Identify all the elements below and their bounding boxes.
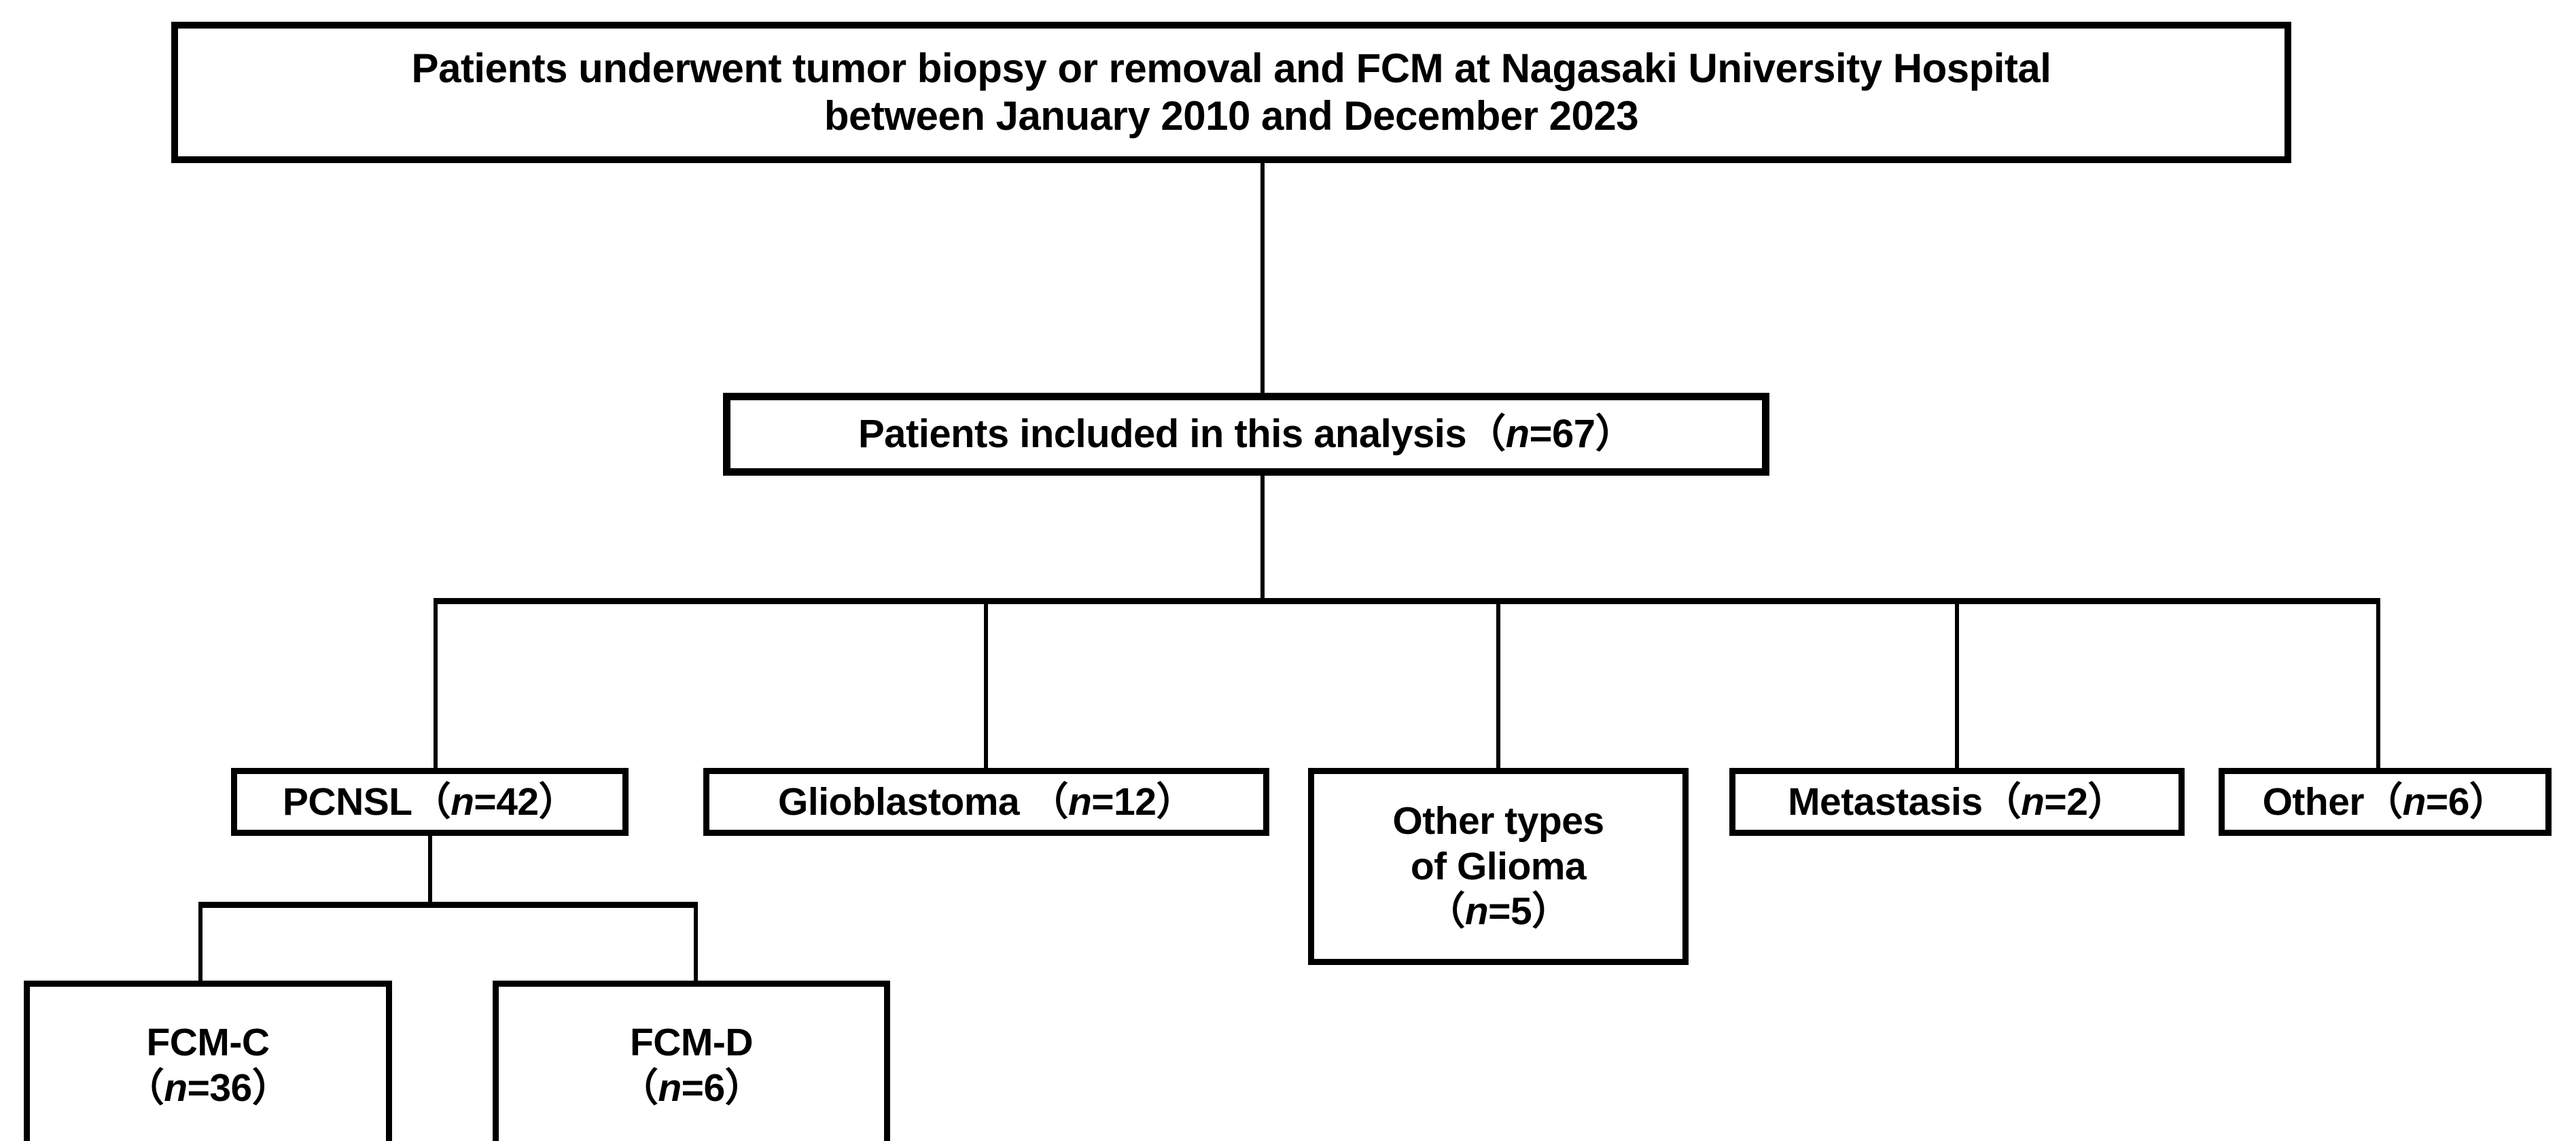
n-symbol: n xyxy=(1505,412,1530,457)
connector-drop-fcm-d xyxy=(694,902,698,983)
node-fcm-d-label: FCM-D （n=6） xyxy=(499,1020,884,1110)
label-part-after-n: =5） xyxy=(1488,890,1570,934)
connector-drop-other-glioma xyxy=(1496,598,1500,769)
node-fcm-c: FCM-C （n=36） xyxy=(24,981,392,1141)
node-other: Other（n=6） xyxy=(2219,768,2552,836)
node-included-patients: Patients included in this analysis（n=67） xyxy=(723,393,1769,476)
label-part-before-n: Other（ xyxy=(2262,779,2403,824)
connector-pcnsl-distribution-bar xyxy=(198,902,698,908)
connector-drop-glioblastoma xyxy=(984,598,988,769)
label-part-after-n: =2） xyxy=(2044,779,2126,824)
n-symbol: n xyxy=(1464,890,1489,934)
node-metastasis: Metastasis（n=2） xyxy=(1729,768,2185,836)
connector-drop-fcm-c xyxy=(198,902,202,983)
node-glioblastoma-label: Glioblastoma （n=12） xyxy=(709,779,1263,825)
label-part-before-n: Glioblastoma （ xyxy=(778,779,1068,824)
node-other-types-of-glioma: Other types of Glioma （n=5） xyxy=(1308,768,1689,965)
label-part-before-n: PCNSL（ xyxy=(282,779,451,824)
n-symbol: n xyxy=(451,779,474,824)
label-part-after-n: =12） xyxy=(1091,779,1195,824)
connector-distribution-bar xyxy=(434,598,2380,604)
node-fcm-c-label: FCM-C （n=36） xyxy=(30,1020,386,1110)
node-other-types-of-glioma-label: Other types of Glioma （n=5） xyxy=(1314,798,1682,934)
node-eligible-patients: Patients underwent tumor biopsy or remov… xyxy=(171,22,2291,163)
label-part-after-n: =42） xyxy=(474,779,578,824)
connector-included-to-bar xyxy=(1260,476,1265,602)
n-symbol: n xyxy=(2402,779,2427,824)
connector-drop-pcnsl xyxy=(434,598,438,769)
n-symbol: n xyxy=(164,1066,188,1110)
label-part-before-n: Patients included in this analysis（ xyxy=(858,412,1506,457)
label-part-after-n: =67） xyxy=(1529,412,1635,457)
node-fcm-d: FCM-D （n=6） xyxy=(493,981,890,1141)
connector-top-to-included xyxy=(1260,163,1265,394)
connector-pcnsl-stem xyxy=(428,836,432,904)
node-glioblastoma: Glioblastoma （n=12） xyxy=(703,768,1269,836)
n-symbol: n xyxy=(1068,779,1092,824)
n-symbol: n xyxy=(658,1066,682,1110)
node-eligible-patients-label: Patients underwent tumor biopsy or remov… xyxy=(411,45,2051,139)
label-part-after-n: =6） xyxy=(2425,779,2508,824)
connector-drop-metastasis xyxy=(1955,598,1959,769)
n-symbol: n xyxy=(2021,779,2045,824)
node-pcnsl-label: PCNSL（n=42） xyxy=(237,779,622,825)
label-part-after-n: =36） xyxy=(187,1066,291,1110)
connector-drop-other xyxy=(2376,598,2380,769)
label-part-before-n: Other types of Glioma （ xyxy=(1392,798,1604,934)
node-other-label: Other（n=6） xyxy=(2225,779,2545,825)
node-pcnsl: PCNSL（n=42） xyxy=(231,768,629,836)
node-included-patients-label: Patients included in this analysis（n=67） xyxy=(730,411,1762,457)
label-part-before-n: FCM-D （ xyxy=(619,1021,754,1110)
label-part-before-n: FCM-C （ xyxy=(125,1021,270,1110)
label-part-after-n: =6） xyxy=(681,1066,764,1110)
node-metastasis-label: Metastasis（n=2） xyxy=(1735,779,2178,825)
label-part-before-n: Metastasis（ xyxy=(1788,779,2022,824)
